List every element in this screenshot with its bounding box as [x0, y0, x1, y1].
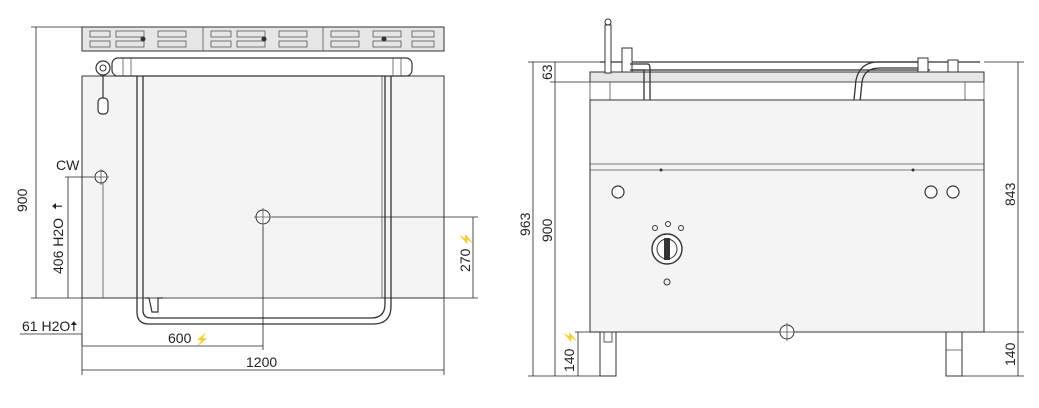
front-height-900-label: 900 [14, 188, 30, 212]
side-leg-right [945, 331, 963, 377]
electric-symbol-icon: ⚡ [460, 232, 473, 246]
drain-arrow-icon: 🠅 [70, 318, 78, 334]
panel-screw-2 [261, 36, 267, 42]
indicator-light-1 [611, 185, 625, 199]
handle-bar [111, 57, 413, 77]
electric-symbol-icon-3: ⚡ [564, 330, 577, 344]
drain-height-label: 61 H2O [22, 318, 70, 334]
cw-label: CW [56, 157, 80, 173]
side-body [589, 99, 985, 333]
crank-wheel-icon [95, 60, 111, 76]
indicator-light-2 [924, 185, 938, 199]
electric-offset-label: 600 [168, 330, 192, 346]
side-leg-left [599, 331, 617, 377]
leg-height-left-label: 140 [561, 348, 577, 372]
crank-handle [97, 97, 109, 115]
leg-height-right-label: 140 [1002, 342, 1018, 366]
side-view: 63 963 900 140 ⚡ 843 140 [517, 18, 1024, 377]
front-width-label: 1200 [246, 354, 277, 370]
front-view: 900 CW 406 H2O 🠅 61 H2O 🠅 270 ⚡ 600 ⚡ 12… [14, 26, 478, 375]
water-outlet-height-label: 406 H2O [50, 218, 66, 274]
electric-symbol-icon-2: ⚡ [195, 333, 209, 346]
side-rim [589, 71, 985, 83]
water-pipe [142, 76, 386, 319]
open-height-label: 963 [517, 212, 533, 236]
side-height-900-label: 900 [539, 218, 555, 242]
right-height-843-label: 843 [1002, 182, 1018, 206]
panel-screw-1 [140, 36, 146, 42]
panel-screw-3 [381, 36, 387, 42]
panel-slots [89, 30, 435, 48]
drain-spout-icon [145, 297, 163, 313]
outlet-arrow-icon: 🠅 [49, 202, 65, 210]
lid-height-label: 63 [539, 64, 555, 80]
side-rod [604, 24, 612, 74]
electric-height-label: 270 [457, 248, 473, 272]
indicator-light-3 [946, 185, 960, 199]
